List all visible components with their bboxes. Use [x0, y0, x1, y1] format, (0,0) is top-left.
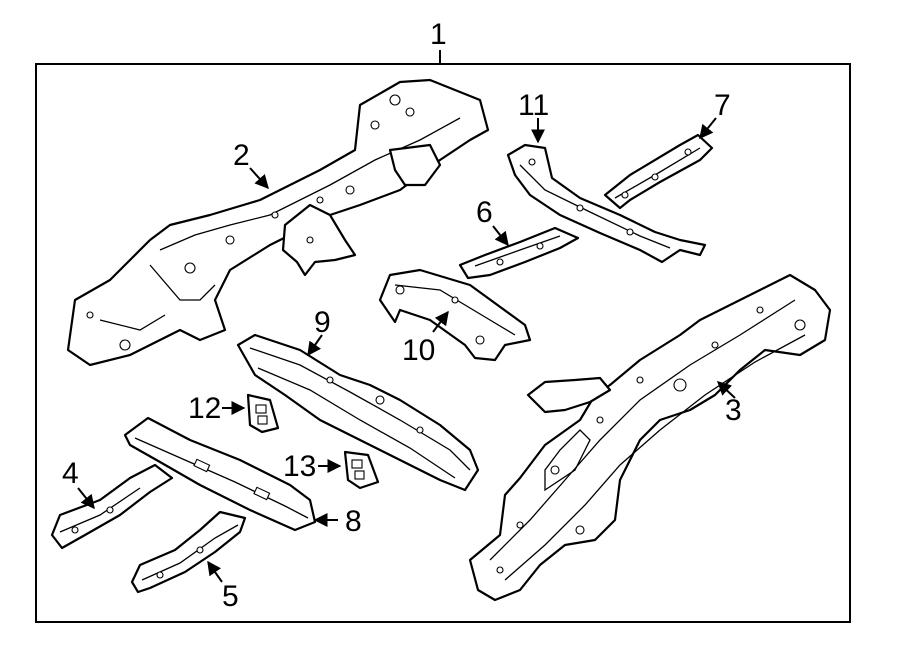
part-5-rail[interactable] — [130, 510, 247, 594]
callout-9[interactable]: 9 — [314, 306, 331, 339]
callout-5[interactable]: 5 — [222, 580, 239, 613]
part-11-crossmember[interactable] — [506, 143, 707, 264]
part-2-left-rail[interactable] — [66, 78, 490, 367]
leader-9 — [307, 334, 323, 357]
part-6-bracket[interactable] — [458, 226, 580, 280]
leader-4 — [77, 487, 95, 510]
callout-13[interactable]: 13 — [283, 450, 316, 483]
callout-12[interactable]: 12 — [188, 392, 221, 425]
callout-1[interactable]: 1 — [430, 18, 447, 51]
callout-11[interactable]: 11 — [518, 89, 549, 122]
part-7-bracket[interactable] — [603, 133, 714, 210]
callout-2[interactable]: 2 — [233, 139, 250, 172]
leader-10 — [432, 310, 449, 333]
leader-2 — [249, 167, 269, 190]
callout-8[interactable]: 8 — [345, 505, 362, 538]
leader-5 — [207, 560, 223, 583]
callout-7[interactable]: 7 — [714, 89, 731, 122]
callout-6[interactable]: 6 — [476, 196, 493, 229]
part-12-plate[interactable] — [246, 393, 280, 434]
part-9-crossmember[interactable] — [236, 333, 480, 492]
leader-6 — [492, 225, 509, 247]
callout-4[interactable]: 4 — [62, 457, 79, 490]
callout-10[interactable]: 10 — [402, 334, 435, 367]
assembly-frame — [35, 63, 851, 623]
leader-3 — [716, 381, 736, 399]
part-10-bracket[interactable] — [378, 268, 532, 362]
part-3-right-rail[interactable] — [468, 273, 832, 602]
leader-7 — [699, 117, 717, 140]
callout-3[interactable]: 3 — [725, 394, 742, 427]
part-13-plate[interactable] — [343, 450, 380, 490]
